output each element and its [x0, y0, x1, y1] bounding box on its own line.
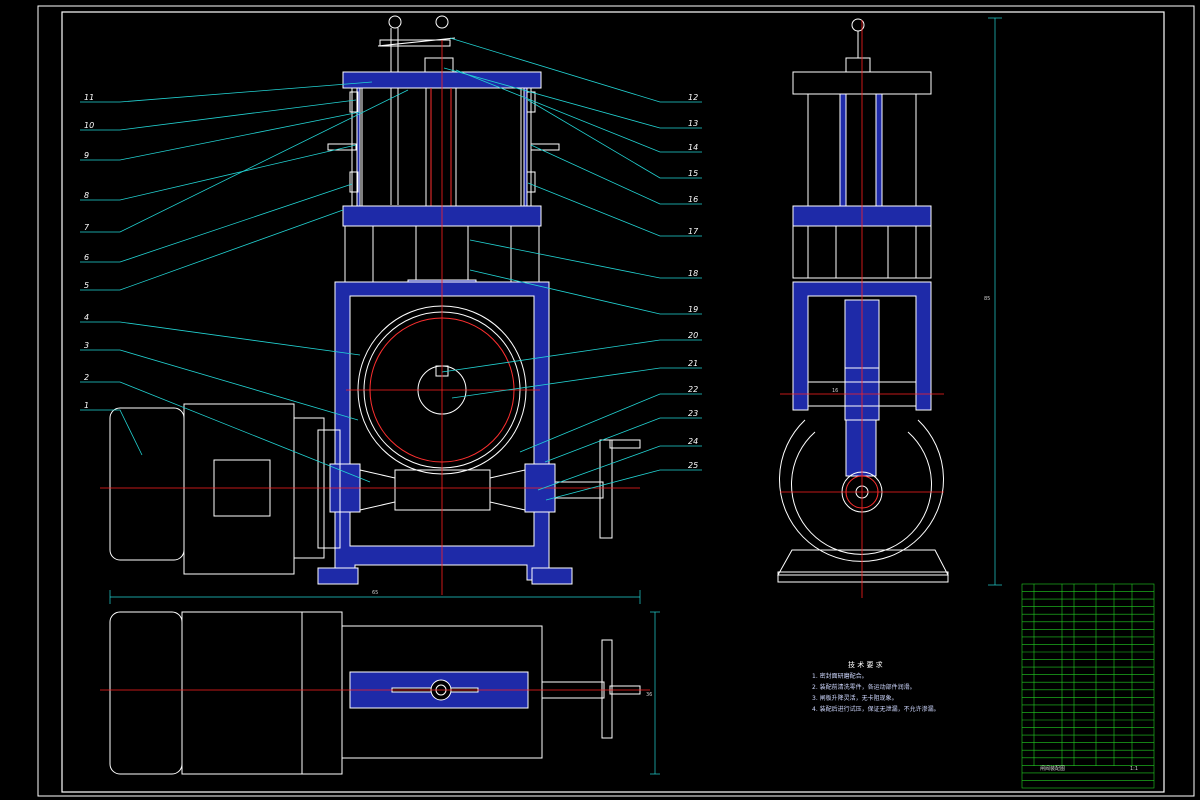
part-label-10: 10 — [84, 121, 94, 130]
title-block-name: 闸阀装配图 — [1040, 765, 1065, 772]
dimension-lines — [109, 17, 1002, 775]
leader-left-5 — [80, 209, 344, 291]
part-label-20: 20 — [688, 331, 698, 340]
dim-side-small: 16 — [832, 388, 838, 394]
leader-right-25 — [545, 469, 702, 501]
dim-front-width: 65 — [372, 590, 378, 596]
part-label-3: 3 — [84, 341, 89, 350]
part-label-24: 24 — [688, 437, 698, 446]
inner-frame — [61, 11, 1165, 793]
leader-left-1 — [80, 409, 143, 456]
leader-left-7 — [80, 89, 409, 233]
dim-side-height: 85 — [984, 296, 990, 302]
tech-notes-title: 技 术 要 求 — [848, 660, 883, 669]
part-label-25: 25 — [688, 461, 698, 470]
outer-frame — [37, 5, 1195, 797]
part-label-7: 7 — [84, 223, 90, 232]
part-label-1: 1 — [84, 401, 89, 410]
part-label-17: 17 — [688, 227, 699, 236]
leader-right-22 — [519, 393, 702, 453]
leader-right-16 — [530, 144, 702, 205]
part-label-16: 16 — [688, 195, 698, 204]
tech-note-4: 4. 装配后进行试压，保证无泄漏，不允许渗漏。 — [812, 705, 940, 713]
leader-right-24 — [537, 445, 702, 491]
leader-right-14 — [455, 69, 702, 153]
leader-right-20 — [441, 339, 702, 373]
leader-left-6 — [80, 183, 353, 263]
parts-list-table — [1021, 583, 1155, 789]
leader-right-23 — [544, 417, 702, 463]
part-label-15: 15 — [688, 169, 698, 178]
leader-right-21 — [451, 367, 702, 399]
leader-left-11 — [80, 81, 373, 103]
leader-left-8 — [80, 144, 357, 201]
leader-right-18 — [469, 239, 702, 279]
bom-frame — [1021, 583, 1155, 789]
part-label-14: 14 — [688, 143, 698, 152]
leader-right-17 — [527, 182, 702, 237]
part-label-13: 13 — [688, 119, 698, 128]
dim-top-height: 36 — [646, 692, 652, 698]
side-centerlines — [780, 20, 944, 598]
leader-lines — [80, 37, 702, 501]
part-label-12: 12 — [688, 93, 698, 102]
part-label-6: 6 — [84, 253, 89, 262]
part-label-18: 18 — [688, 269, 698, 278]
leader-left-10 — [80, 99, 357, 131]
part-label-23: 23 — [688, 409, 698, 418]
leader-right-13 — [443, 67, 702, 129]
top-view — [109, 611, 641, 775]
leader-left-9 — [80, 111, 361, 161]
part-label-5: 5 — [84, 281, 89, 290]
part-label-11: 11 — [84, 93, 94, 102]
part-label-4: 4 — [84, 313, 89, 322]
part-label-8: 8 — [84, 191, 89, 200]
leader-left-4 — [80, 321, 361, 356]
front-view — [109, 15, 641, 585]
part-label-2: 2 — [84, 373, 89, 382]
part-label-22: 22 — [688, 385, 698, 394]
part-label-19: 19 — [688, 305, 698, 314]
part-labels: 1110987654321121314151617181920212223242… — [84, 93, 699, 470]
leader-left-3 — [80, 349, 359, 421]
part-label-9: 9 — [84, 151, 89, 160]
leader-right-12 — [449, 37, 702, 103]
leader-right-15 — [527, 99, 702, 179]
leader-left-2 — [80, 381, 371, 483]
tech-note-2: 2. 装配前清洗零件，各运动部件润滑。 — [812, 683, 916, 691]
side-view — [777, 18, 949, 583]
tech-note-3: 3. 闸板升降灵活，无卡阻现象。 — [812, 694, 898, 702]
leader-right-19 — [469, 269, 702, 315]
tech-note-1: 1. 密封面研磨配合。 — [812, 672, 868, 680]
part-label-21: 21 — [688, 359, 698, 368]
title-block-ratio: 1:1 — [1130, 766, 1138, 772]
